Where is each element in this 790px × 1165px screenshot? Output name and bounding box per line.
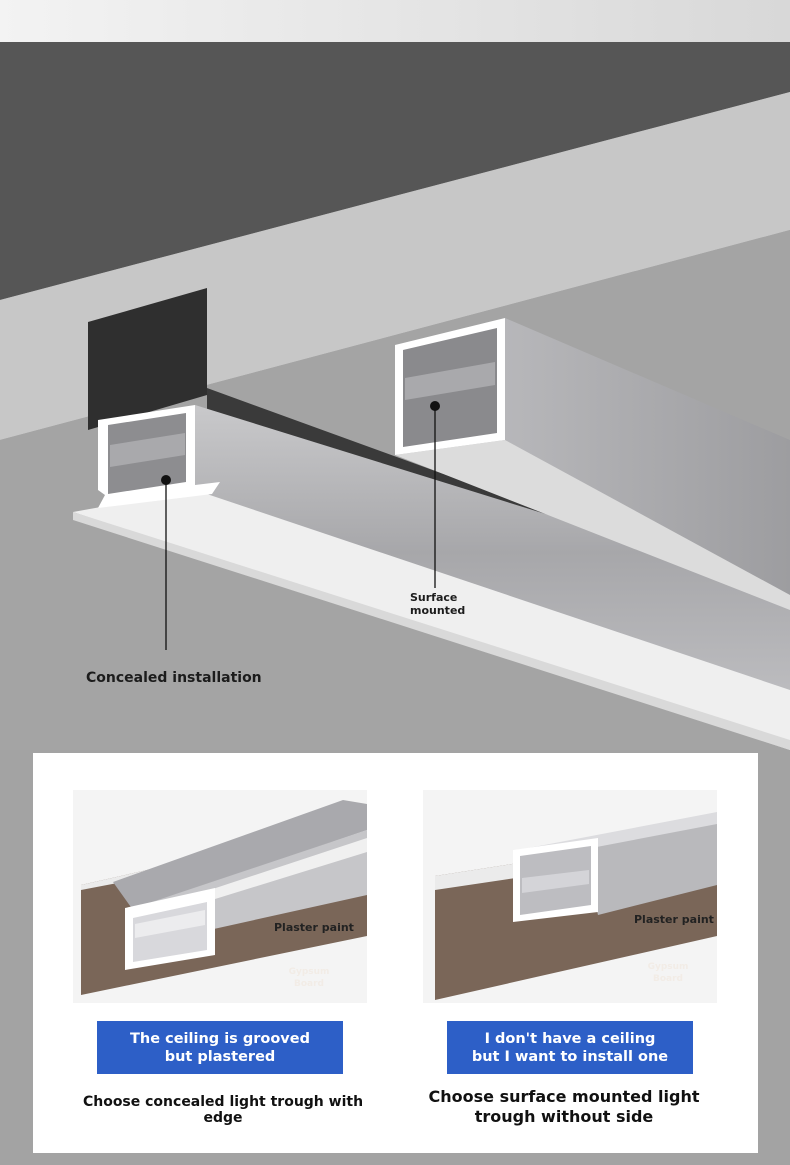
surface-trough-drawing: [423, 790, 717, 1003]
callout-surface-line: Surface: [410, 591, 458, 604]
scenario-badge-concealed: The ceiling is grooved but plastered: [97, 1021, 343, 1074]
gypsum-label-line: Gypsum: [288, 967, 330, 977]
plaster-paint-label: Plaster paint: [274, 921, 354, 934]
gypsum-board-label: Gypsum Board: [646, 961, 690, 985]
scenario-text: I don't have a ceiling but I want to ins…: [471, 1030, 669, 1065]
hero-illustration: Concealed installation Surface mounted: [0, 0, 790, 750]
choice-caption-surface: Choose surface mounted light trough with…: [428, 1087, 700, 1126]
board-label-line: Board: [653, 974, 683, 984]
gypsum-board-label: Gypsum Board: [287, 966, 331, 990]
callout-surface-line: mounted: [410, 604, 466, 617]
callout-surface-mounted: Surface mounted: [410, 591, 490, 617]
plaster-paint-label: Plaster paint: [634, 913, 714, 926]
ceiling-scene: [0, 0, 790, 750]
gypsum-label-line: Gypsum: [647, 962, 689, 972]
surface-trough-image: Plaster paint Gypsum Board: [423, 790, 717, 1003]
scenario-badge-surface: I don't have a ceiling but I want to ins…: [447, 1021, 693, 1074]
choice-caption-concealed: Choose concealed light trough with edge: [82, 1094, 364, 1126]
scenario-text: The ceiling is grooved but plastered: [130, 1030, 310, 1065]
concealed-trough-image: Plaster paint Gypsum Board: [73, 790, 367, 1003]
concealed-trough-drawing: [73, 790, 367, 1003]
comparison-panel: Plaster paint Gypsum Board Plaster paint…: [33, 753, 758, 1153]
board-label-line: Board: [294, 979, 324, 989]
callout-concealed-installation: Concealed installation: [86, 670, 262, 686]
